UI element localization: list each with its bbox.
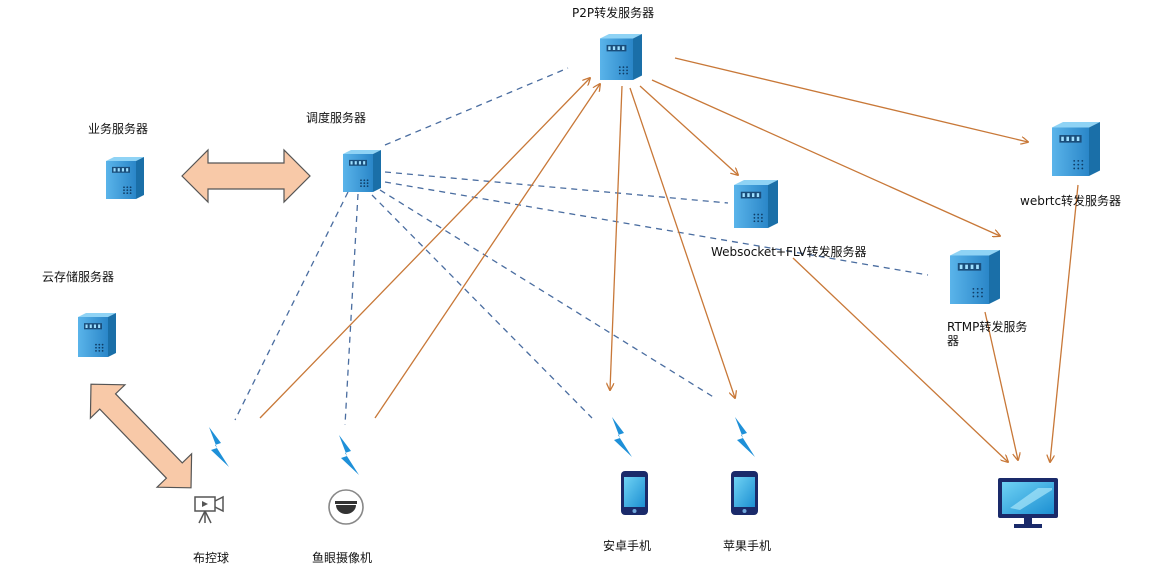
arrow-p2p-to-apple: [629, 87, 735, 398]
double-arrow-business-dispatch: [181, 148, 311, 204]
fisheye-camera-label: 鱼眼摄像机: [312, 551, 373, 565]
server-icon: [343, 150, 381, 192]
websocket-server-label: Websocket+FLV转发服务器: [711, 245, 867, 259]
arrow-rtmp-to-pc: [984, 311, 1018, 460]
server-icon: [600, 34, 642, 80]
business-server-label: 业务服务器: [88, 122, 149, 136]
link-dispatch-ptz: [234, 191, 349, 421]
link-dispatch-rtmp: [384, 181, 929, 276]
link-dispatch-apple: [379, 189, 716, 399]
cloud-storage-server-label: 云存储服务器: [42, 270, 115, 284]
wireless-signal-icon: [209, 427, 229, 467]
arrow-ptz-to-p2p: [259, 78, 590, 419]
server-icon: [734, 180, 778, 228]
dispatch-server-label: 调度服务器: [306, 111, 367, 125]
wireless-signal-icon: [339, 435, 359, 475]
wireless-signal-icon: [735, 417, 755, 457]
arrow-p2p-to-webrtc: [674, 57, 1028, 142]
rtmp-server-label: RTMP转发服务器: [947, 320, 1028, 348]
link-dispatch-fisheye: [344, 193, 359, 426]
monitor-icon: [998, 478, 1058, 528]
p2p-server-label: P2P转发服务器: [572, 6, 655, 20]
arrow-p2p-to-websocket: [639, 85, 738, 175]
server-icon: [1052, 122, 1100, 176]
fisheye-camera-icon: [328, 489, 364, 525]
server-icon: [78, 313, 116, 357]
wireless-signal-icon: [612, 417, 632, 457]
phone-icon: [621, 471, 648, 515]
server-icon: [950, 250, 1000, 304]
solid-links: [259, 57, 1079, 462]
double-arrow-storage-ptz: [89, 383, 193, 489]
arrow-p2p-to-android: [610, 85, 623, 390]
link-dispatch-android: [371, 194, 593, 419]
ptz-camera-label: 布控球: [193, 551, 230, 565]
server-icon: [106, 157, 144, 199]
dashed-links: [234, 67, 929, 426]
arrow-p2p-to-rtmp: [651, 79, 1000, 236]
phone-icon: [731, 471, 758, 515]
camera-icon: [194, 495, 224, 524]
webrtc-server-label: webrtc转发服务器: [1020, 194, 1122, 208]
arrow-fisheye-to-p2p: [374, 84, 600, 419]
arrow-websocket-to-pc: [792, 257, 1008, 462]
apple-phone-label: 苹果手机: [723, 539, 772, 553]
arrow-webrtc-to-pc: [1050, 184, 1079, 462]
android-phone-label: 安卓手机: [603, 539, 652, 553]
link-dispatch-p2p: [384, 67, 569, 146]
link-dispatch-websocket: [384, 171, 729, 204]
